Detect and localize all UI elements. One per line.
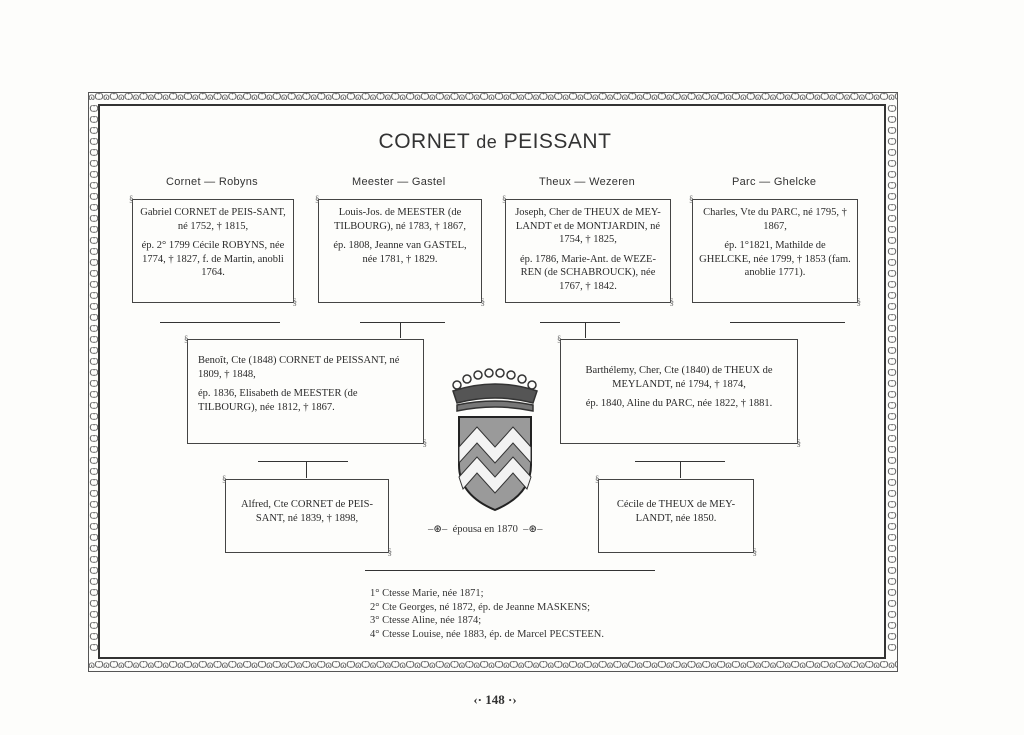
connector-stem-right [585,322,586,338]
child-2: 2° Cte Georges, né 1872, ép. de Jeanne M… [370,601,591,613]
married-note: –⊛– épousa en 1870 –⊛– [428,523,542,535]
children-list: 1° Ctesse Marie, née 1871; 2° Cte George… [370,587,604,641]
grandparents-theux-line2: ép. 1786, Marie-Ant. de WEZE-REN (de SCH… [520,253,656,292]
title-de: de [476,132,498,152]
parents-theux-line1: Barthélemy, Cher, Cte (1840) de THEUX de… [585,365,773,390]
connector-stem-theux [680,461,681,478]
grandparents-meester-line1: Louis-Jos. de MEESTER (de TILBOURG), né … [333,207,467,232]
parents-theux-line2: ép. 1840, Aline du PARC, née 1822, † 188… [585,398,773,409]
couple-alfred-line1: Alfred, Cte CORNET de PEIS-SANT, né 1839… [241,499,373,524]
ornament-border-bottom: ɷѺɷѺɷѺɷѺɷѺɷѺɷѺɷѺɷѺɷѺɷѺɷѺɷѺɷѺɷѺɷѺɷѺɷѺɷѺɷѺ… [88,660,898,671]
grandparents-theux-line1: Joseph, Cher de THEUX de MEY-LANDT et de… [515,207,661,245]
connector-stem-cornet [306,461,307,478]
crown-icon [452,368,538,412]
connector-stem-left [400,322,401,338]
connector-parent-cornet [258,461,348,462]
grandparents-cornet-line1: Gabriel CORNET de PEIS-SANT, né 1752, † … [140,207,286,232]
grandparents-box-cornet: Gabriel CORNET de PEIS-SANT, né 1752, † … [129,195,297,307]
grandparents-parc-line2: ép. 1°1821, Mathilde de GHELCKE, née 179… [699,240,851,278]
couple-cecile-line1: Cécile de THEUX de MEY-LANDT, née 1850. [616,499,736,524]
children-divider [365,570,655,571]
pagenum-ornament-right: ·› [508,692,517,707]
married-text: épousa en 1870 [452,524,518,535]
page-number: ‹· 148 ·› [0,692,990,708]
child-4: 4° Ctesse Louise, née 1883, ép. de Marce… [370,628,604,640]
pagenum-ornament-left: ‹· [473,692,482,707]
inner-frame [98,104,886,659]
grandparents-box-theux: Joseph, Cher de THEUX de MEY-LANDT et de… [502,195,674,307]
shield-icon [458,416,532,512]
couple-box-cecile: Cécile de THEUX de MEY-LANDT, née 1850. [595,475,757,557]
ornament-right: –⊛– [523,524,543,535]
header-meester-gastel: Meester — Gastel [352,176,446,188]
header-theux-wezeren: Theux — Wezeren [539,176,636,188]
header-cornet-robyns: Cornet — Robyns [166,176,258,188]
ornament-border-top: ɷѺɷѺɷѺɷѺɷѺɷѺɷѺɷѺɷѺɷѺɷѺɷѺɷѺɷѺɷѺɷѺɷѺɷѺɷѺɷѺ… [88,92,898,103]
couple-box-alfred: Alfred, Cte CORNET de PEIS-SANT, né 1839… [222,475,392,557]
page-number-value: 148 [485,692,505,707]
ornament-left: –⊛– [428,524,448,535]
parents-box-theux: Barthélemy, Cher, Cte (1840) de THEUX de… [557,335,801,448]
connector-cornet-meester-left [160,322,280,323]
parents-cornet-line1: Benoît, Cte (1848) CORNET de PEISSANT, n… [198,355,400,380]
title-main: CORNET [378,130,470,153]
title-name: PEISSANT [503,130,612,153]
coat-of-arms [452,368,538,512]
grandparents-cornet-line2: ép. 2° 1799 Cécile ROBYNS, née 1774, † 1… [141,240,285,278]
grandparents-box-meester: Louis-Jos. de MEESTER (de TILBOURG), né … [315,195,485,307]
connector-cornet-meester-right [360,322,445,323]
child-3: 3° Ctesse Aline, née 1874; [370,615,482,626]
grandparents-meester-line2: ép. 1808, Jeanne van GASTEL, née 1781, †… [333,240,467,265]
child-1: 1° Ctesse Marie, née 1871; [370,588,484,599]
connector-theux-parc-left [540,322,620,323]
grandparents-box-parc: Charles, Vte du PARC, né 1795, † 1867, é… [689,195,861,307]
header-parc-ghelcke: Parc — Ghelcke [732,176,817,188]
page-title: CORNET de PEISSANT [0,130,990,154]
connector-theux-parc-right [730,322,845,323]
grandparents-parc-line1: Charles, Vte du PARC, né 1795, † 1867, [703,207,847,232]
outer-frame [88,92,898,672]
parents-box-cornet: Benoît, Cte (1848) CORNET de PEISSANT, n… [184,335,427,448]
ornament-border-left: ѺѺѺѺѺѺѺѺѺѺѺѺѺѺѺѺѺѺѺѺѺѺѺѺѺѺѺѺѺѺѺѺѺѺѺѺѺѺѺѺ… [89,104,99,654]
ornament-border-right: ѺѺѺѺѺѺѺѺѺѺѺѺѺѺѺѺѺѺѺѺѺѺѺѺѺѺѺѺѺѺѺѺѺѺѺѺѺѺѺѺ… [887,104,897,654]
parents-cornet-line2: ép. 1836, Elisabeth de MEESTER (de TILBO… [198,388,358,413]
